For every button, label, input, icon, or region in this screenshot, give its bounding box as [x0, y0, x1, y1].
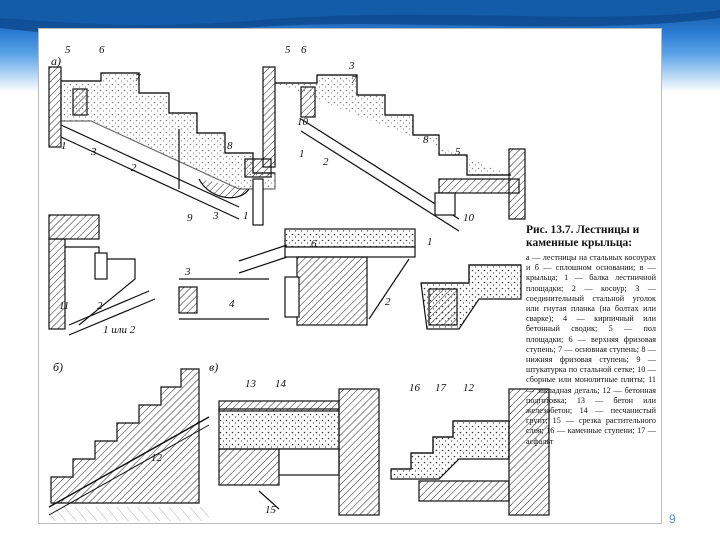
callout-10b: 10	[463, 212, 475, 224]
callout-2b: 2	[323, 156, 329, 168]
section-a-landing-detail	[284, 228, 416, 326]
callout-5b: 5	[285, 44, 291, 56]
callout-1: 1	[61, 140, 67, 152]
callout-3c: 3	[348, 60, 355, 72]
callout-17: 17	[435, 382, 447, 394]
section-a-detail-connection	[178, 244, 288, 320]
callout-6b: 6	[301, 44, 307, 56]
callout-4: 4	[229, 298, 235, 310]
section-a-detail-left	[48, 214, 156, 336]
figure-frame: а) б) в) 5 6 7 1 3 2 8 9 3 1 5 6 3 7 10 …	[38, 28, 662, 524]
section-a-stair-left	[48, 66, 276, 226]
callout-6: 6	[99, 44, 105, 56]
callout-3b: 3	[212, 210, 219, 222]
callout-3d: 3	[184, 266, 191, 278]
slide-number: 9	[669, 512, 676, 526]
callout-1or2: 1 или 2	[103, 324, 136, 336]
callout-13: 13	[245, 378, 257, 390]
callout-1c: 1	[299, 148, 305, 160]
callout-15: 15	[265, 504, 277, 516]
section-label-b: б)	[53, 360, 63, 374]
section-a-stair-right	[262, 66, 526, 232]
callout-12: 12	[151, 452, 163, 464]
section-a-step-detail-right	[420, 264, 522, 330]
callout-16: 16	[409, 382, 421, 394]
figure-caption: Рис. 13.7. Лестницы и каменные крыльца: …	[526, 224, 656, 447]
callout-2d: 2	[385, 296, 391, 308]
header-wave-decoration	[0, 0, 720, 36]
callout-8b: 8	[423, 134, 429, 146]
callout-2: 2	[131, 162, 137, 174]
callout-5: 5	[65, 44, 71, 56]
callout-12b: 12	[463, 382, 475, 394]
callout-1d: 1	[427, 236, 433, 248]
section-b-stair-solid-base	[48, 368, 210, 521]
figure-legend: а — лестницы на стальных косоурах и б — …	[526, 253, 656, 446]
figure-title: Рис. 13.7. Лестницы и каменные крыльца:	[526, 224, 640, 249]
callout-8: 8	[227, 140, 233, 152]
callout-1b: 1	[243, 210, 249, 222]
callout-14: 14	[275, 378, 287, 390]
staircase-technical-drawing: а) б) в) 5 6 7 1 3 2 8 9 3 1 5 6 3 7 10 …	[48, 44, 550, 521]
callout-5c: 5	[455, 146, 461, 158]
callout-7b: 7	[351, 74, 357, 86]
callout-10: 10	[297, 116, 309, 128]
callout-3: 3	[90, 146, 97, 158]
callout-11: 11	[59, 300, 69, 312]
section-label-a: а)	[51, 54, 61, 68]
section-label-v: в)	[209, 360, 218, 374]
callout-2c: 2	[97, 300, 103, 312]
section-v-porch-right	[390, 388, 550, 516]
callout-7: 7	[135, 72, 141, 84]
callout-9: 9	[187, 212, 193, 224]
callout-6c: 6	[311, 238, 317, 250]
section-v-porch-left	[218, 388, 380, 516]
